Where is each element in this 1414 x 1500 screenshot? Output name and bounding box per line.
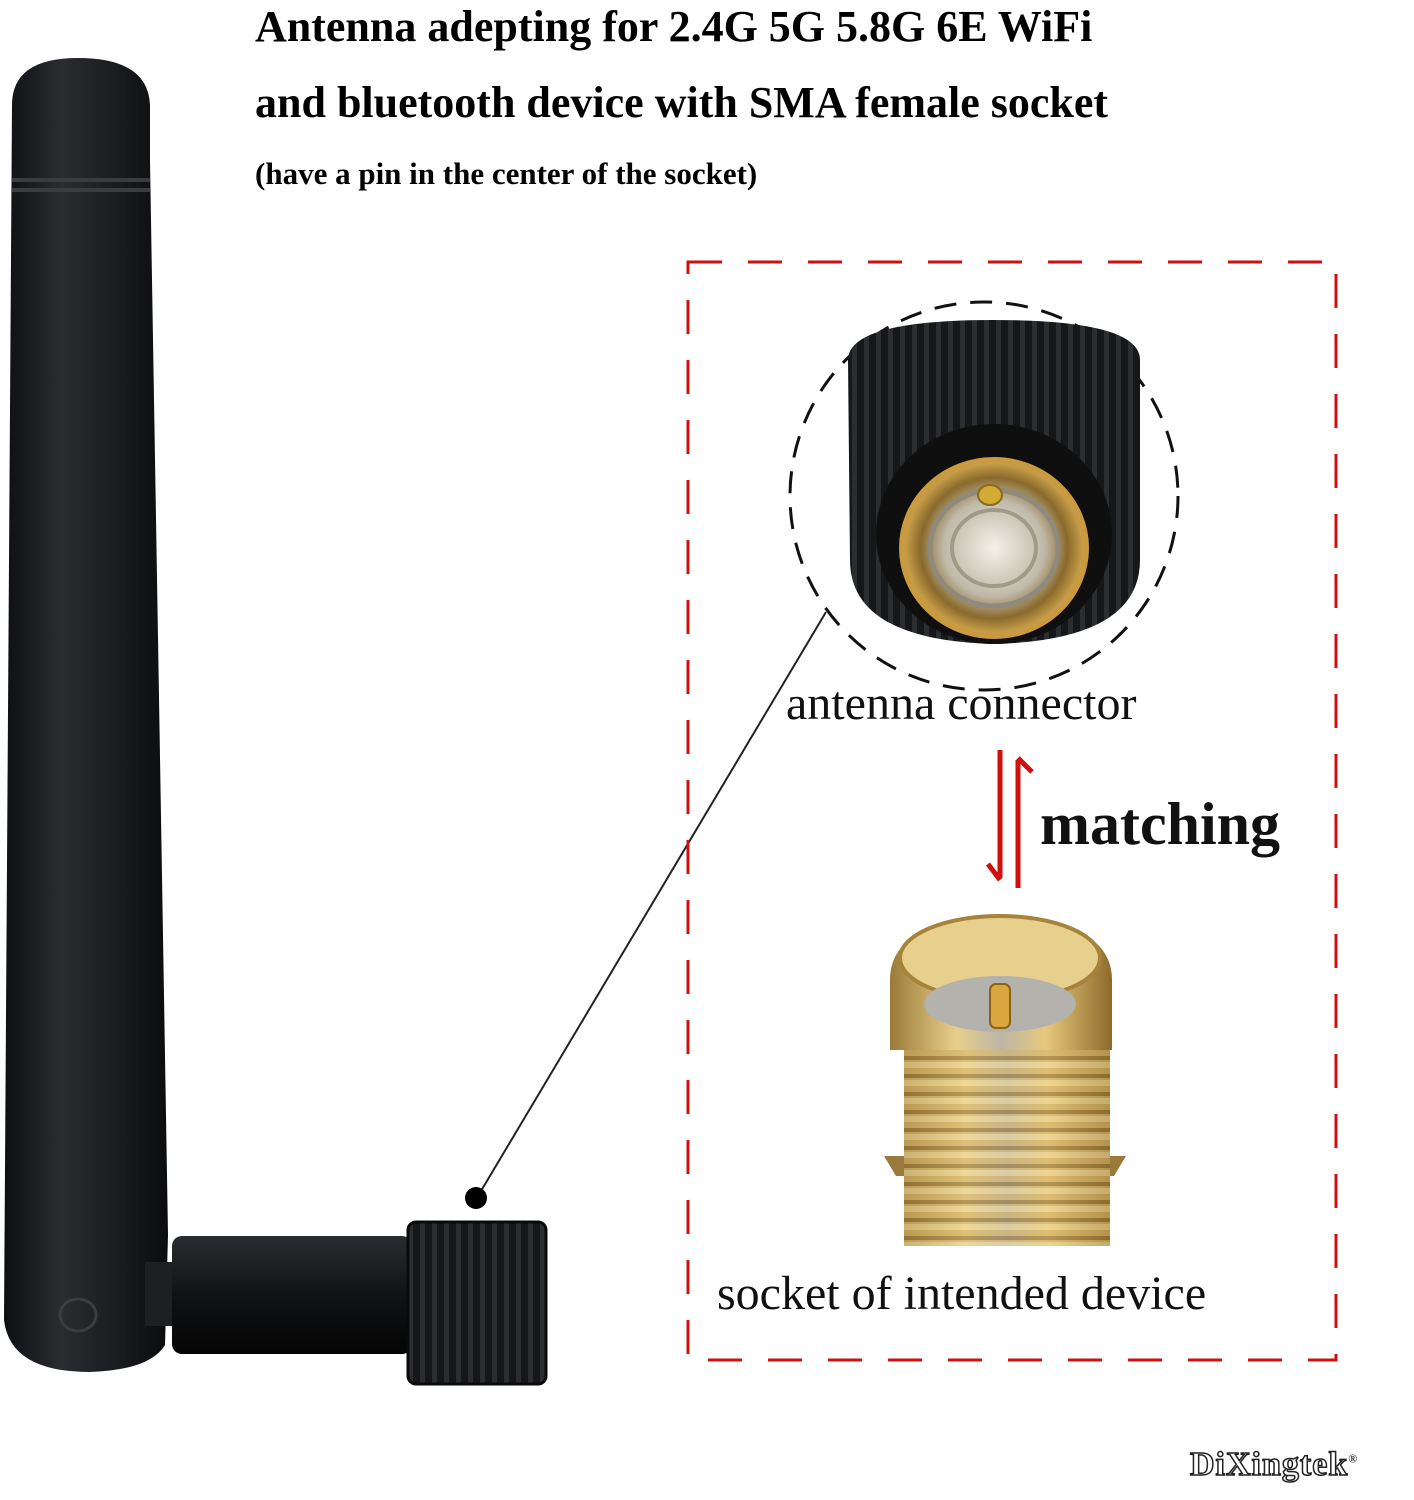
antenna-whip-body xyxy=(4,58,168,1372)
antenna-nut-outline xyxy=(406,1220,548,1386)
closeup-center-hole xyxy=(977,484,1003,506)
headline-line-3: (have a pin in the center of the socket) xyxy=(255,156,758,191)
sma-socket-image xyxy=(884,914,1126,1246)
brand-logo: DiXingtek® xyxy=(1189,1445,1359,1484)
leader-line xyxy=(477,611,827,1197)
connector-closeup-image xyxy=(788,300,1180,692)
matching-label: matching xyxy=(1040,791,1280,857)
closeup-inner-thread xyxy=(950,508,1038,588)
matching-arrows-icon xyxy=(986,750,1034,888)
leader-dot xyxy=(465,1187,487,1209)
antenna-groove xyxy=(12,178,150,182)
socket-shading xyxy=(904,1030,1110,1246)
antenna-dimple xyxy=(58,1297,98,1333)
dashed-frame xyxy=(686,260,1338,1362)
brand-name: DiXingtek xyxy=(1189,1445,1349,1484)
socket-center-pin xyxy=(989,983,1011,1029)
brand-registered-mark: ® xyxy=(1348,1451,1359,1466)
closeup-thread-bore xyxy=(899,457,1089,639)
arrow-up xyxy=(1015,756,1034,888)
antenna-connector-label: antenna connector xyxy=(786,677,1137,730)
socket-label: socket of intended device xyxy=(717,1267,1207,1320)
antenna-sleeve xyxy=(172,1236,412,1354)
headline-line-1: Antenna adepting for 2.4G 5G 5.8G 6E WiF… xyxy=(255,2,1093,51)
antenna-image xyxy=(4,58,548,1386)
antenna-groove xyxy=(12,188,150,192)
antenna-knurled-nut xyxy=(408,1222,546,1384)
headline-line-2: and bluetooth device with SMA female soc… xyxy=(255,78,1109,127)
arrow-down xyxy=(986,750,1003,882)
